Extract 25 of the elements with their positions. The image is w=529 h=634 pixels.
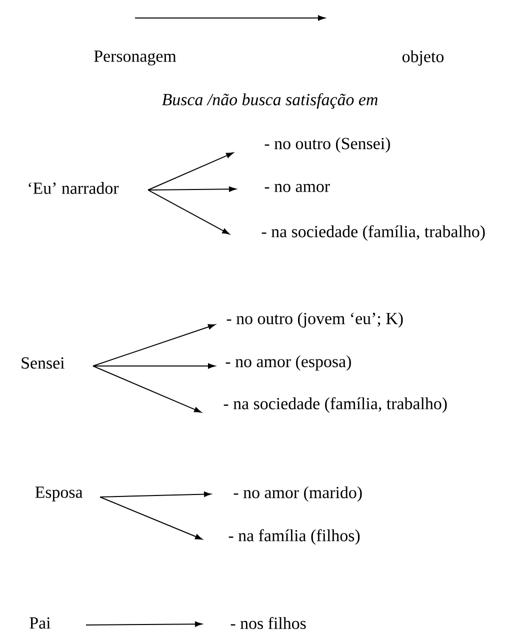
arrow [148,152,234,190]
label-text: Busca /não busca satisfação em [162,93,378,109]
node-text: ‘Eu’ narrador [28,182,119,194]
label-text: Personagem [94,50,176,66]
node-text: Esposa [35,486,83,502]
node-text: - na família (filhos) [228,529,360,545]
node-text: Sensei [22,357,64,369]
arrow [100,492,212,498]
label-text: objeto [402,50,444,66]
node-text: - no amor (marido) [234,486,362,502]
node-text: - na sociedade (família, trabalho) [262,225,485,241]
arrow [148,190,230,234]
node-text: Pai [30,617,50,629]
node-text: - no outro (Sensei) [264,137,390,153]
arrow [92,324,216,366]
node-text: - no amor (esposa) [226,355,351,371]
node-text: - nos filhos [230,616,306,630]
node-text: - no outro (jovem ‘eu’; K) [226,312,403,328]
arrow [148,186,236,192]
arrow [92,366,202,413]
arrow [92,363,216,369]
node-text: - no amor [264,184,330,192]
arrow [86,621,202,627]
arrow [100,496,202,540]
node-text: - na sociedade (família, trabalho) [224,397,447,413]
